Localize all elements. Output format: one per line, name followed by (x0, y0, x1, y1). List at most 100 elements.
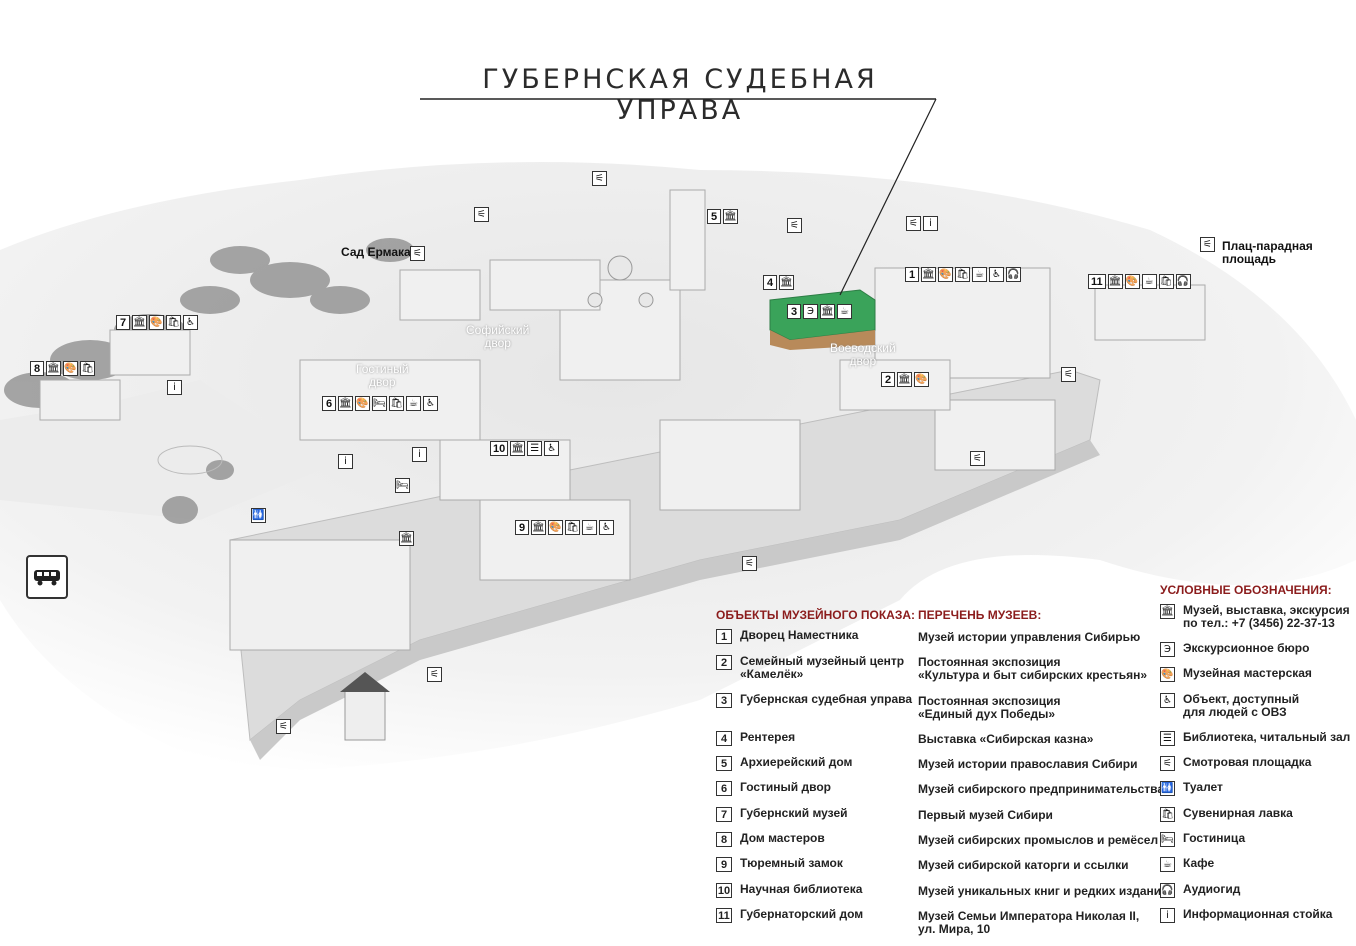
map-marker-8[interactable]: 8 🏛 🎨 🛍 (30, 361, 95, 376)
cafe-icon: ☕ (406, 396, 421, 411)
viewpoint-icon: ⚟ (474, 207, 489, 222)
map-marker-1[interactable]: 1 🏛 🎨 🛍 ☕ ♿ 🎧 (905, 267, 1021, 282)
viewpoint-icon: ⚟ (276, 719, 291, 734)
map-viewpoint[interactable]: ⚟ (1061, 367, 1076, 382)
info-desk-icon: i (338, 454, 353, 469)
map-marker-2[interactable]: 2 🏛 🎨 (881, 372, 929, 387)
map-hotel[interactable]: 🛏 (395, 478, 410, 493)
wheelchair-icon: ♿ (423, 396, 438, 411)
souvenir-icon: 🛍 (1160, 807, 1175, 822)
viewpoint-icon: ⚟ (1200, 237, 1215, 252)
museum-icon: 🏛 (338, 396, 353, 411)
museum-icon: 🏛 (510, 441, 526, 456)
museum-name: Музей сибирского предпринимательства (918, 782, 1165, 796)
museum-icon: 🏛 (897, 372, 912, 387)
map-marker-3[interactable]: 3 Э 🏛 ☕ (787, 304, 852, 319)
info-desk-icon: i (923, 216, 938, 231)
marker-number: 7 (116, 315, 130, 330)
museum-icon: 🏛 (723, 209, 738, 224)
map-viewpoint[interactable]: ⚟ (970, 451, 985, 466)
objects-heading: ОБЪЕКТЫ МУЗЕЙНОГО ПОКАЗА: (716, 608, 916, 622)
museum-name: Музей истории управления Сибирью (918, 630, 1141, 644)
map-marker-5[interactable]: 5 🏛 (707, 209, 738, 224)
cafe-icon: ☕ (1141, 274, 1157, 289)
bus-icon (34, 570, 60, 586)
map-viewpoint[interactable]: ⚟ (592, 171, 607, 186)
museum-name: Музей уникальных книг и редких изданий (918, 884, 1169, 898)
viewpoint-icon: ⚟ (1160, 756, 1175, 771)
map-info[interactable]: i (167, 380, 182, 395)
map-viewpoint-info[interactable]: ⚟ i (906, 216, 938, 231)
workshop-palette-icon: 🎨 (63, 361, 78, 376)
cafe-icon: ☕ (837, 304, 852, 319)
excursion-bureau-icon: Э (803, 304, 818, 319)
hotel-icon: 🛏 (395, 478, 410, 493)
legend-item-audio: 🎧Аудиогид (1160, 882, 1241, 898)
museum-icon: 🏛 (531, 520, 546, 535)
map-toilet[interactable]: 🚻 (251, 508, 266, 523)
viewpoint-icon: ⚟ (592, 171, 607, 186)
museum-icon: 🏛 (1160, 604, 1175, 619)
audio-guide-icon: 🎧 (1175, 274, 1191, 289)
museum-icon: 🏛 (132, 315, 147, 330)
viewpoint-icon: ⚟ (787, 218, 802, 233)
map-viewpoint[interactable]: ⚟ (742, 556, 757, 571)
map-label-sofiyskiy-dvor: Софийский двор (466, 323, 530, 350)
map-viewpoint[interactable]: ⚟ (474, 207, 489, 222)
map-marker-7[interactable]: 7 🏛 🎨 🛍 ♿ (116, 315, 198, 330)
souvenir-icon: 🛍 (80, 361, 95, 376)
workshop-palette-icon: 🎨 (548, 520, 563, 535)
map-viewpoint[interactable]: ⚟ (410, 246, 425, 261)
map-marker-4[interactable]: 4 🏛 (763, 275, 794, 290)
map-marker-10[interactable]: 10 🏛 ☰ ♿ (490, 441, 560, 456)
map-info[interactable]: i (338, 454, 353, 469)
map-marker-11[interactable]: 11 🏛 🎨 ☕ 🛍 🎧 (1088, 274, 1191, 289)
map-label-voevodskiy-dvor: Воеводский двор (830, 341, 896, 368)
legend-item-cafe: ☕Кафе (1160, 857, 1214, 872)
museum-name: Музей истории православия Сибири (918, 757, 1138, 771)
map-marker-9[interactable]: 9 🏛 🎨 🛍 ☕ ♿ (515, 520, 614, 535)
wheelchair-icon: ♿ (183, 315, 198, 330)
marker-number: 8 (30, 361, 44, 376)
marker-number: 6 (322, 396, 336, 411)
map-info[interactable]: i (412, 447, 427, 462)
map-viewpoint[interactable]: ⚟ (787, 218, 802, 233)
map-viewpoint[interactable]: ⚟ (427, 667, 442, 682)
museum-icon: 🏛 (820, 304, 835, 319)
toilet-icon: 🚻 (251, 508, 266, 523)
map-museum[interactable]: 🏛 (399, 531, 414, 546)
map-marker-6[interactable]: 6 🏛 🎨 🛏 🛍 ☕ ♿ (322, 396, 438, 411)
marker-number: 9 (515, 520, 529, 535)
library-icon: ☰ (1160, 731, 1175, 746)
legend-item-library: ☰Библиотека, читальный зал (1160, 731, 1350, 746)
viewpoint-icon: ⚟ (906, 216, 921, 231)
bus-stop-sign (26, 555, 68, 599)
marker-number: 4 (763, 275, 777, 290)
map-label-plac: Плац-парадная площадь (1222, 239, 1313, 266)
legend-item-hotel: 🛏Гостиница (1160, 831, 1246, 847)
map-viewpoint[interactable]: ⚟ (276, 719, 291, 734)
hotel-icon: 🛏 (1160, 832, 1175, 847)
legend-item-toilet: 🚻Туалет (1160, 780, 1223, 796)
souvenir-icon: 🛍 (166, 315, 181, 330)
marker-number: 3 (787, 304, 801, 319)
marker-number: 11 (1088, 274, 1106, 289)
museum-icon: 🏛 (46, 361, 61, 376)
cafe-icon: ☕ (1160, 857, 1175, 872)
map-viewpoint[interactable]: ⚟ (1200, 237, 1215, 252)
marker-number: 1 (905, 267, 919, 282)
museum-name: Выставка «Сибирская казна» (918, 732, 1094, 746)
museum-name: Постоянная экспозиция «Культура и быт си… (918, 655, 1148, 682)
viewpoint-icon: ⚟ (742, 556, 757, 571)
page-title: ГУБЕРНСКАЯ СУДЕБНАЯ УПРАВА (482, 64, 878, 126)
legend-item-accessible: ♿Объект, доступный для людей с ОВЗ (1160, 693, 1299, 719)
viewpoint-icon: ⚟ (410, 246, 425, 261)
wheelchair-icon: ♿ (989, 267, 1004, 282)
